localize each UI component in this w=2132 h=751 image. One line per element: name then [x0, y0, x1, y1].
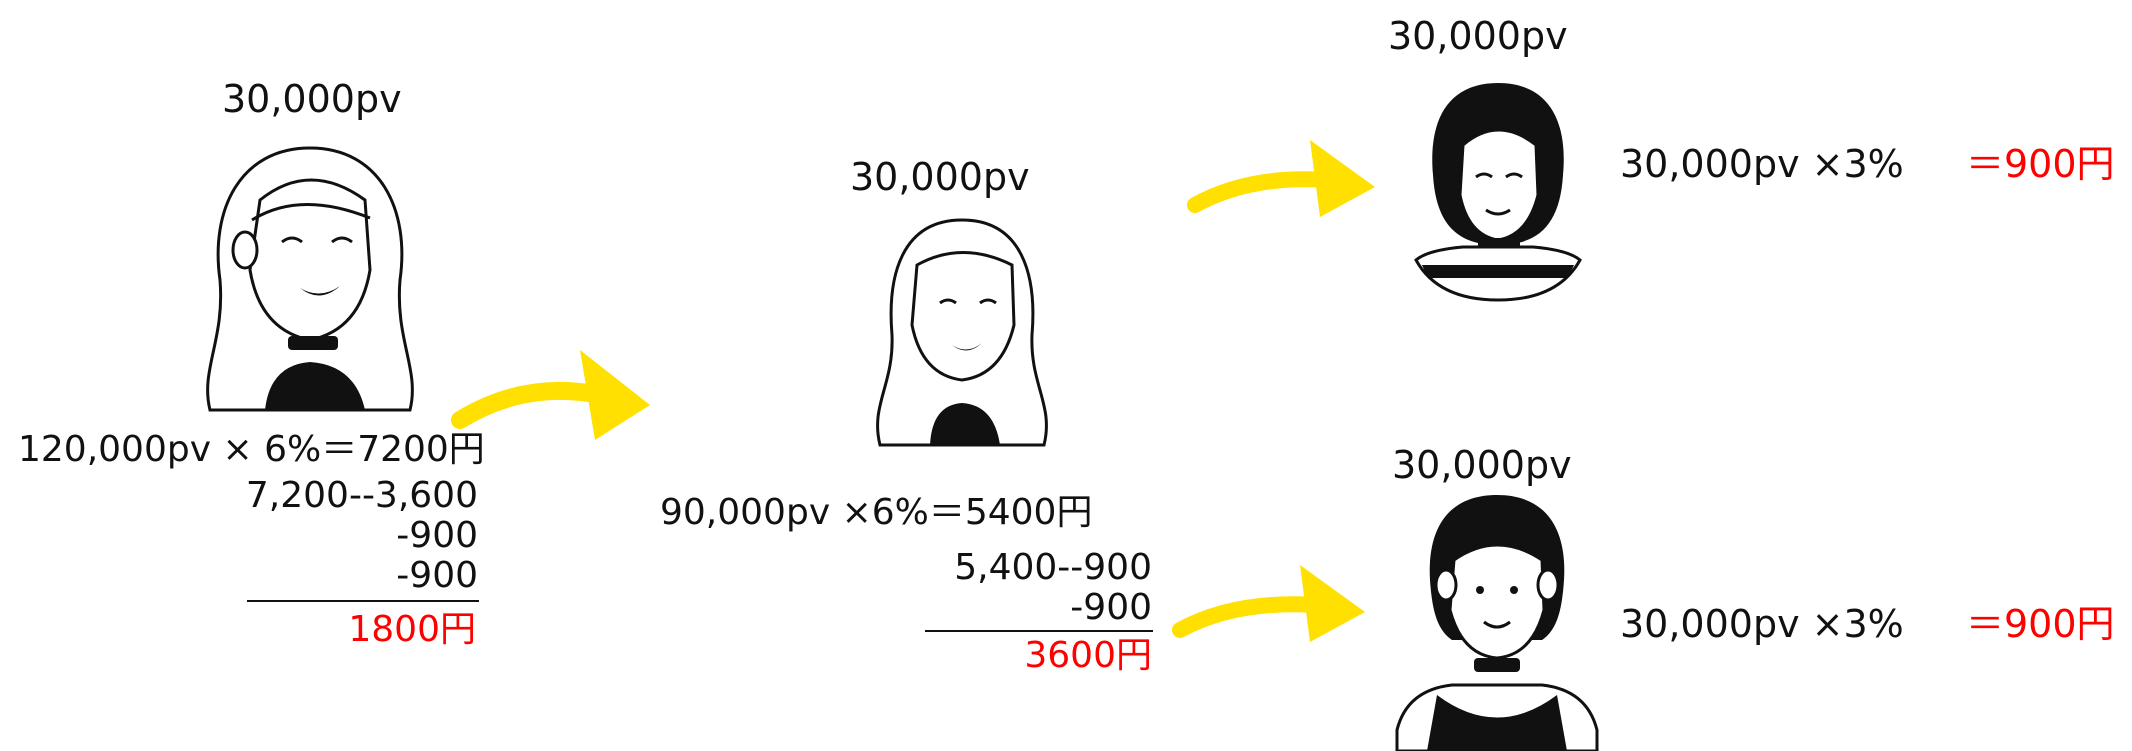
person2-line-2: -900: [1070, 587, 1152, 628]
person3b-avatar: [1395, 495, 1599, 751]
person2-sum-rule: [925, 630, 1153, 632]
person1-pv-label: 30,000pv: [222, 77, 402, 121]
person1-avatar: [206, 146, 414, 412]
person3a-result: ＝900円: [1966, 142, 2115, 186]
person1-sum-rule: [247, 600, 479, 602]
person2-avatar: [876, 218, 1048, 447]
arrow-icon: [1172, 565, 1365, 642]
person3b-pv-label: 30,000pv: [1392, 443, 1572, 487]
arrow-icon: [451, 350, 650, 440]
person3a-pv-label: 30,000pv: [1388, 14, 1568, 58]
person3a-avatar: [1414, 83, 1582, 302]
person3a-calc: 30,000pv ×3%: [1620, 142, 1904, 186]
person1-line-1: 7,200--3,600: [245, 475, 478, 516]
person2-line-1: 5,400--900: [954, 547, 1152, 588]
person3b-calc: 30,000pv ×3%: [1620, 602, 1904, 646]
arrow-icon: [1187, 140, 1375, 217]
person1-line-2: -900: [396, 515, 478, 556]
person2-calc: 90,000pv ×6%＝5400円: [660, 492, 1093, 533]
person2-result: 3600円: [1024, 635, 1152, 676]
person2-pv-label: 30,000pv: [850, 155, 1030, 199]
person1-line-3: -900: [396, 555, 478, 596]
person1-result: 1800円: [348, 609, 476, 650]
person1-calc: 120,000pv × 6%＝7200円: [18, 429, 485, 470]
person3b-result: ＝900円: [1966, 602, 2115, 646]
